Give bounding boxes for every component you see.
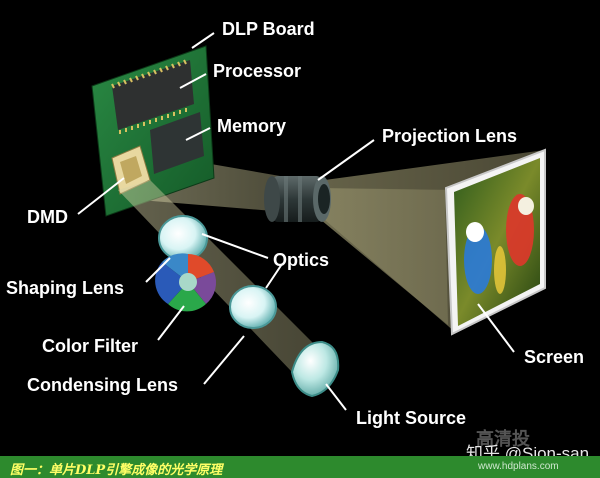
label-optics: Optics <box>273 250 330 270</box>
label-screen: Screen <box>524 347 585 367</box>
condensing-lens <box>229 285 277 329</box>
leader-projection-lens <box>317 139 375 181</box>
label-dmd: DMD <box>27 207 68 227</box>
leader-memory <box>185 127 211 141</box>
label-processor: Processor <box>213 61 302 81</box>
leader-optics-b <box>265 263 283 289</box>
leader-shaping-lens <box>145 257 171 283</box>
leader-processor <box>179 73 207 89</box>
leader-color-filter <box>157 305 185 341</box>
projection-lens <box>264 176 331 222</box>
watermark-site-logo: 高清投 <box>476 429 530 449</box>
label-shaping-lens: Shaping Lens <box>6 278 125 298</box>
processor-chip <box>112 60 194 130</box>
figure-caption: 图一：单片DLP引擎成像的光学原理 <box>10 463 223 478</box>
leader-condensing-lens <box>203 335 245 385</box>
dlp-board <box>91 45 215 217</box>
caption-bar: 图一：单片DLP引擎成像的光学原理 www.hdplans.com <box>0 456 600 478</box>
label-memory: Memory <box>217 116 287 136</box>
shaping-lens <box>158 215 208 261</box>
leader-dlp-board <box>191 32 215 49</box>
label-color-filter: Color Filter <box>42 336 139 356</box>
color-filter-wheel <box>155 253 217 312</box>
label-light-source: Light Source <box>356 408 467 428</box>
leader-dmd <box>77 177 125 215</box>
projection-screen <box>444 148 546 336</box>
label-condensing-lens: Condensing Lens <box>27 375 179 395</box>
label-dlp-board: DLP Board <box>222 19 315 39</box>
leader-light-source <box>325 383 347 411</box>
label-projection-lens: Projection Lens <box>382 126 518 146</box>
leader-screen <box>477 303 515 353</box>
light-source-bulb <box>290 340 340 398</box>
watermark-site-url: www.hdplans.com <box>478 461 559 472</box>
memory-chip <box>150 112 204 174</box>
leader-optics-a <box>201 233 269 259</box>
